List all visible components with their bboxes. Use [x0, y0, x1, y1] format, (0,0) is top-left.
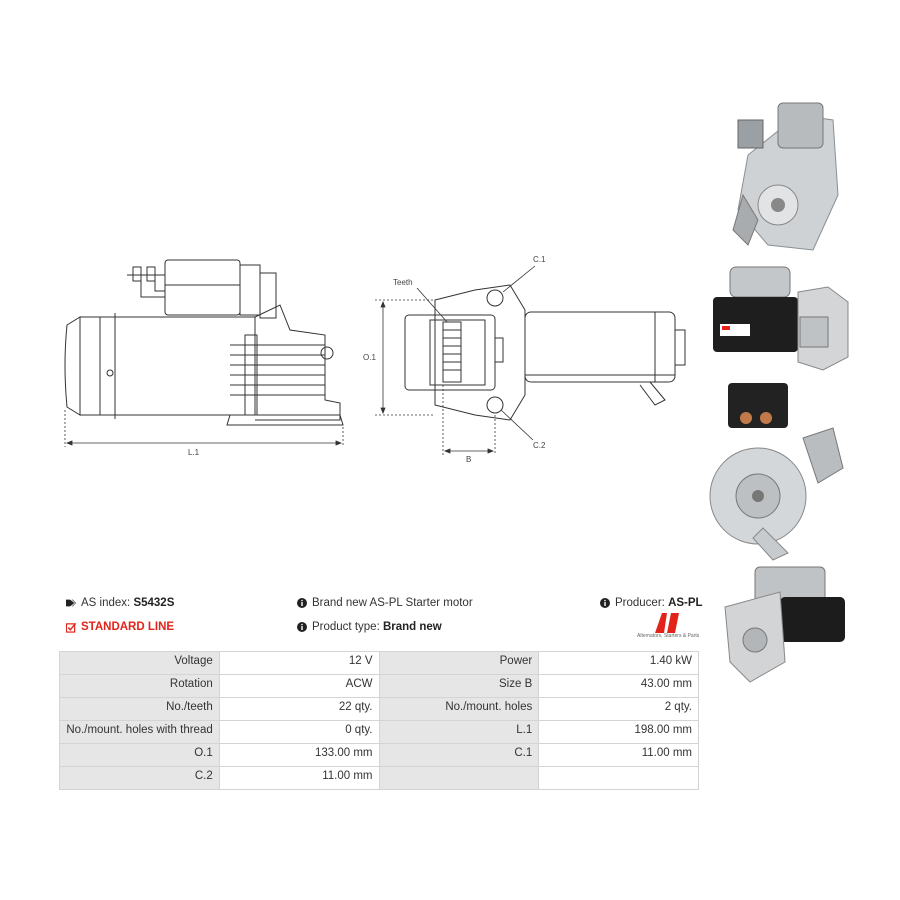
- spec-key: No./mount. holes: [378, 697, 540, 721]
- spec-key: No./teeth: [59, 697, 220, 721]
- spec-value: 198.00 mm: [538, 720, 699, 744]
- spec-value: [538, 766, 699, 790]
- product-type-row: Product type: Brand new: [297, 621, 442, 633]
- spec-key: No./mount. holes with thread: [59, 720, 220, 744]
- c1-label: C.1: [533, 255, 546, 264]
- as-pl-logo: Alternators, Starters & Parts: [637, 613, 699, 643]
- spec-value: ACW: [218, 674, 380, 698]
- o1-label: O.1: [363, 353, 376, 362]
- spec-key: Size B: [378, 674, 540, 698]
- info-circle-icon: [297, 622, 307, 632]
- teeth-label: Teeth: [393, 278, 413, 287]
- front-view-drawing: O.1 B C.1 C.2 Teeth: [363, 255, 686, 464]
- side-view-drawing: L.1: [64, 259, 344, 457]
- c2-label: C.2: [533, 441, 546, 450]
- producer-value: AS-PL: [668, 597, 703, 609]
- standard-line-row: STANDARD LINE: [66, 621, 174, 633]
- spec-value: 12 V: [218, 651, 380, 675]
- product-photo-rear: [709, 383, 844, 561]
- spec-value: 11.00 mm: [218, 766, 380, 790]
- as-index-label: AS index:: [81, 597, 131, 609]
- spec-key: [378, 766, 540, 790]
- spec-value: 133.00 mm: [218, 743, 380, 767]
- description-row: Brand new AS-PL Starter motor: [297, 597, 473, 609]
- product-type-label: Product type:: [312, 621, 380, 633]
- info-circle-icon: [600, 598, 610, 608]
- spec-key: C.1: [378, 743, 540, 767]
- spec-value: 1.40 kW: [538, 651, 699, 675]
- producer-row: Producer: AS-PL: [600, 597, 703, 609]
- l1-label: L.1: [188, 448, 200, 457]
- product-photo-top: [732, 102, 839, 251]
- spec-value: 43.00 mm: [538, 674, 699, 698]
- spec-key: C.2: [59, 766, 220, 790]
- as-index-value: S5432S: [133, 597, 175, 609]
- spec-key: O.1: [59, 743, 220, 767]
- as-index-row: AS index: S5432S: [66, 597, 174, 609]
- spec-key: L.1: [378, 720, 540, 744]
- check-square-icon: [66, 622, 76, 633]
- product-type-value: Brand new: [382, 621, 442, 633]
- standard-line-text: STANDARD LINE: [81, 621, 175, 633]
- logo-tagline: Alternators, Starters & Parts: [637, 633, 700, 639]
- product-photo-angle: [724, 566, 845, 683]
- tags-icon: [66, 598, 76, 608]
- spec-value: 22 qty.: [218, 697, 380, 721]
- spec-key: Power: [378, 651, 540, 675]
- spec-key: Voltage: [59, 651, 220, 675]
- description-text: Brand new AS-PL Starter motor: [312, 597, 473, 609]
- spec-value: 11.00 mm: [538, 743, 699, 767]
- producer-label: Producer:: [615, 597, 665, 609]
- spec-value: 2 qty.: [538, 697, 699, 721]
- spec-key: Rotation: [59, 674, 220, 698]
- product-photo-side: [713, 266, 849, 371]
- logo-mark: [655, 613, 679, 633]
- spec-value: 0 qty.: [218, 720, 380, 744]
- info-circle-icon: [297, 598, 307, 608]
- b-label: B: [466, 455, 471, 464]
